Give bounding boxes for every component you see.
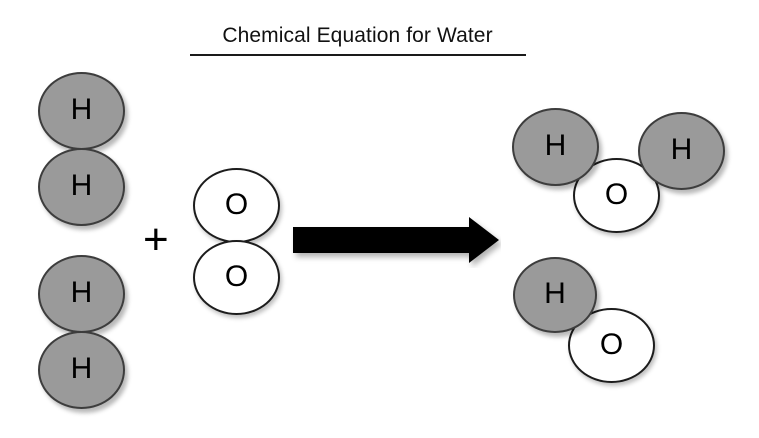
- product-hydrogen-atom: H: [638, 112, 725, 190]
- reactant-hydrogen-atom: H: [38, 331, 125, 409]
- atom-label: H: [544, 129, 567, 162]
- atom-label: H: [70, 352, 93, 385]
- atom-label: H: [670, 133, 693, 166]
- reactant-oxygen-atom: O: [193, 168, 280, 243]
- reactant-oxygen-atom: O: [193, 240, 280, 315]
- product-hydrogen-atom: H: [512, 108, 599, 186]
- product-hydrogen-atom: H: [513, 257, 597, 333]
- atom-label: H: [544, 277, 566, 310]
- atom-label: H: [70, 93, 93, 126]
- atom-label: H: [70, 276, 93, 309]
- atom-label: O: [604, 177, 629, 211]
- reaction-arrow-right-icon: [293, 217, 499, 263]
- reactant-hydrogen-atom: H: [38, 148, 125, 226]
- reactant-hydrogen-atom: H: [38, 72, 125, 150]
- atom-label: O: [224, 187, 249, 221]
- atom-label: H: [70, 169, 93, 202]
- plus-operator: +: [143, 215, 169, 264]
- atom-label: O: [224, 259, 249, 293]
- reaction-arrow: [291, 212, 501, 268]
- atom-label: O: [599, 327, 624, 361]
- title-underline: [190, 54, 526, 56]
- reactant-hydrogen-atom: H: [38, 255, 125, 333]
- page-title: Chemical Equation for Water: [222, 24, 493, 47]
